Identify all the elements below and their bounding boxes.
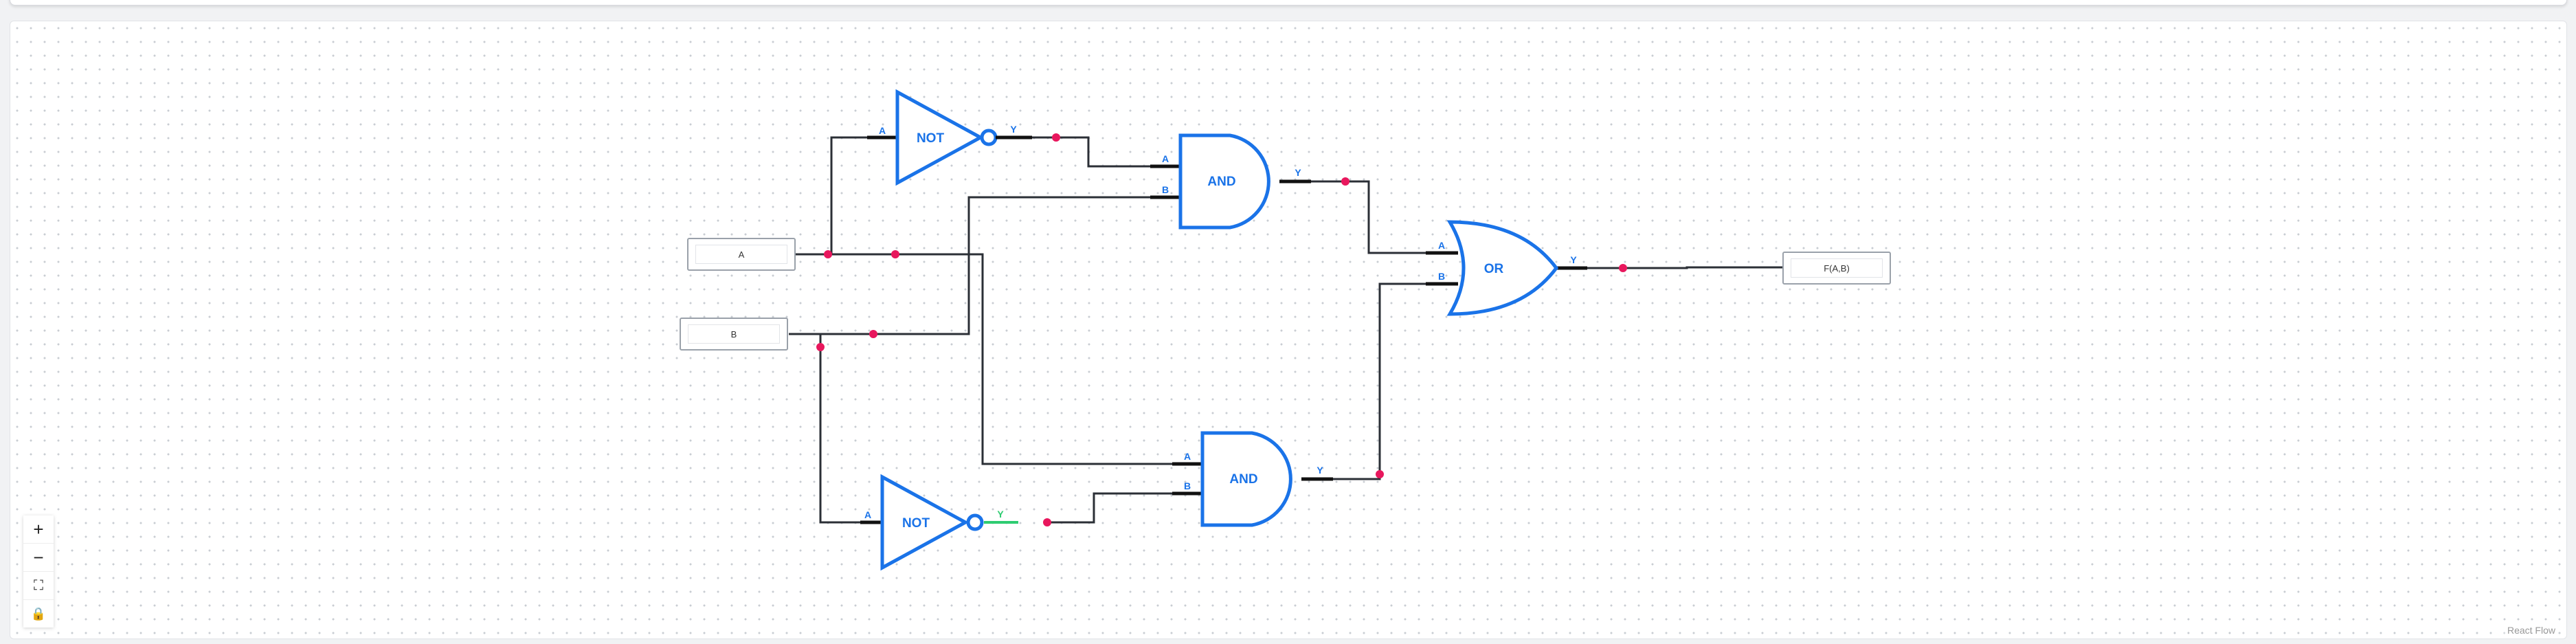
- and-gate-top-input-b-label: B: [1162, 184, 1169, 195]
- not-gate-bottom[interactable]: NOT A Y: [860, 474, 1004, 571]
- handle-b-output[interactable]: [869, 330, 877, 338]
- minus-icon: −: [33, 546, 44, 568]
- handle-and-bottom-output[interactable]: [1376, 470, 1384, 478]
- not-gate-top-body: [895, 89, 985, 186]
- or-gate-label: OR: [1484, 262, 1504, 276]
- and-gate-top-label: AND: [1207, 175, 1235, 189]
- wire-and-bottom-to-or: [1333, 282, 1433, 480]
- not-gate-top-output-label: Y: [1010, 124, 1017, 135]
- wire-a-to-not-top: [796, 136, 867, 256]
- wire-b-to-and-top: [789, 196, 1180, 335]
- wire-not-bottom-to-and-bottom: [1049, 492, 1172, 524]
- and-gate-top-output-label: Y: [1295, 167, 1301, 178]
- or-gate-input-a-label: A: [1438, 240, 1445, 251]
- or-gate-body: [1446, 220, 1559, 316]
- and-gate-top-body: [1178, 133, 1270, 230]
- not-gate-top-bubble: [980, 129, 998, 146]
- handle-a-branch[interactable]: [824, 250, 832, 258]
- handle-or-output[interactable]: [1619, 264, 1627, 272]
- handle-b-branch[interactable]: [816, 343, 825, 351]
- handle-not-top-output[interactable]: [1052, 133, 1060, 142]
- not-gate-top-input-label: A: [879, 125, 886, 136]
- input-node-b[interactable]: B: [680, 318, 788, 351]
- not-gate-bottom-label: NOT: [902, 516, 930, 531]
- and-gate-bottom-output-label: Y: [1317, 465, 1323, 476]
- not-gate-bottom-output-label: Y: [997, 509, 1004, 520]
- and-gate-top[interactable]: AND A B Y: [1150, 133, 1311, 230]
- fit-view-icon: ⛶: [34, 577, 43, 593]
- flow-canvas[interactable]: [10, 21, 2567, 639]
- and-gate-top-input-a-label: A: [1162, 153, 1169, 164]
- flow-controls: + − ⛶ 🔒: [23, 515, 54, 628]
- wire-and-top-to-or: [1311, 180, 1433, 254]
- input-node-b-label: B: [688, 324, 780, 344]
- fit-view-button[interactable]: ⛶: [23, 572, 54, 600]
- or-gate[interactable]: OR A B Y: [1426, 220, 1587, 316]
- lock-icon: 🔒: [30, 606, 47, 621]
- plus-icon: +: [33, 518, 44, 540]
- wire-a-to-and-bottom: [796, 253, 1172, 465]
- or-gate-input-b-label: B: [1438, 271, 1445, 282]
- and-gate-bottom[interactable]: AND A B Y: [1172, 431, 1333, 527]
- or-gate-output-label: Y: [1570, 254, 1577, 265]
- handle-and-top-output[interactable]: [1341, 177, 1349, 186]
- input-node-a[interactable]: A: [687, 238, 796, 271]
- not-gate-bottom-body: [880, 474, 970, 571]
- zoom-out-button[interactable]: −: [23, 544, 54, 572]
- not-gate-top[interactable]: NOT A Y: [867, 89, 1032, 186]
- wire-or-to-output: [1587, 266, 1782, 269]
- lock-button[interactable]: 🔒: [23, 600, 54, 628]
- handle-not-bottom-output[interactable]: [1043, 518, 1051, 526]
- and-gate-bottom-input-b-label: B: [1184, 480, 1191, 491]
- wire-not-top-to-and-top: [1032, 136, 1180, 168]
- not-gate-top-label: NOT: [917, 131, 945, 146]
- not-gate-bottom-bubble: [966, 513, 984, 531]
- and-gate-bottom-body: [1200, 431, 1292, 527]
- react-flow-attribution[interactable]: React Flow: [2504, 623, 2558, 637]
- handle-a-output[interactable]: [891, 250, 899, 258]
- wire-b-to-not-bottom: [819, 334, 860, 524]
- and-gate-bottom-label: AND: [1229, 472, 1257, 487]
- handles: [816, 133, 1627, 526]
- not-gate-bottom-input-label: A: [864, 509, 871, 520]
- and-gate-bottom-input-a-label: A: [1184, 451, 1191, 462]
- output-node[interactable]: F(A,B): [1782, 252, 1891, 285]
- zoom-in-button[interactable]: +: [23, 515, 54, 544]
- output-node-label: F(A,B): [1791, 258, 1883, 278]
- input-node-a-label: A: [695, 245, 787, 264]
